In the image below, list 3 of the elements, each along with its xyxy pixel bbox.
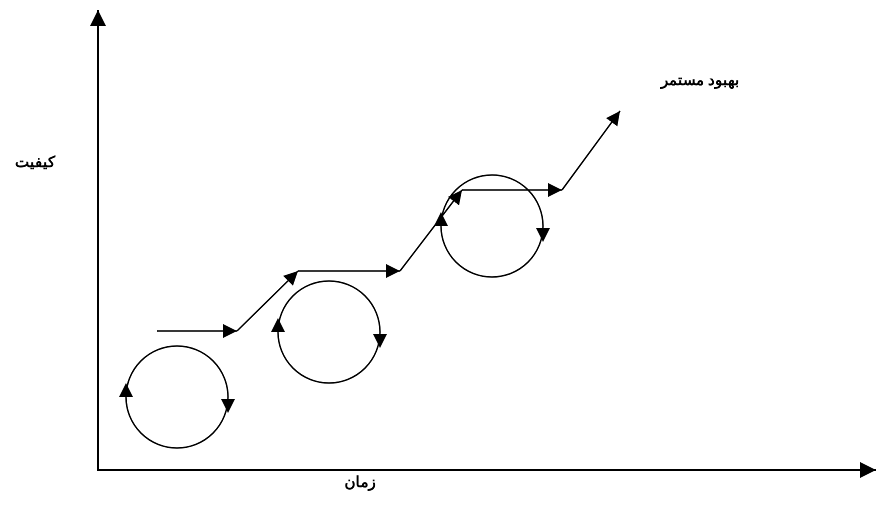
axis-label: کیفیت (14, 153, 56, 173)
curve-label: بهبود مستمر (659, 71, 740, 91)
axis-label: زمان (344, 473, 376, 493)
